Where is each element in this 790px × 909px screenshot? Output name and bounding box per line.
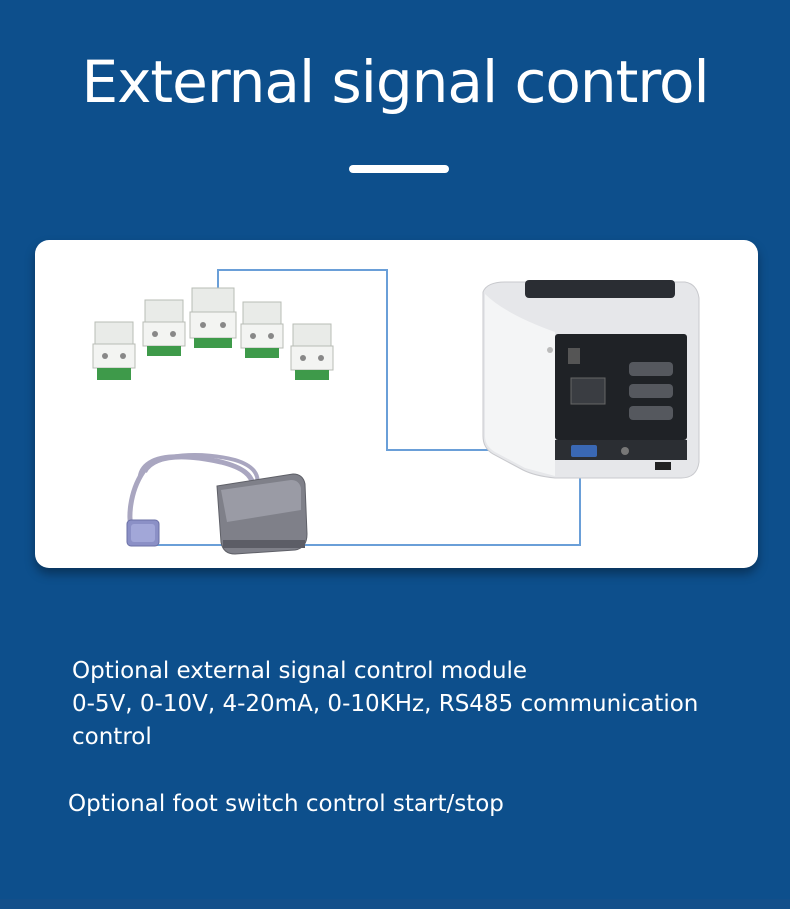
product-illustration [92,269,700,555]
foot-switch-description: Optional foot switch control start/stop [68,791,504,817]
page-title: External signal control [81,48,709,116]
pump-icon [482,280,700,479]
module-description-line1: Optional external signal control module [72,658,528,684]
product-illustration-panel [35,240,758,568]
bottom-strip [0,899,790,909]
control-module-icon [92,287,334,380]
module-description-line2: 0-5V, 0-10V, 4-20mA, 0-10KHz, RS485 comm… [72,691,699,750]
module-description: Optional external signal control module … [72,655,712,754]
foot-switch-icon [126,453,308,555]
title-underline [349,165,449,173]
